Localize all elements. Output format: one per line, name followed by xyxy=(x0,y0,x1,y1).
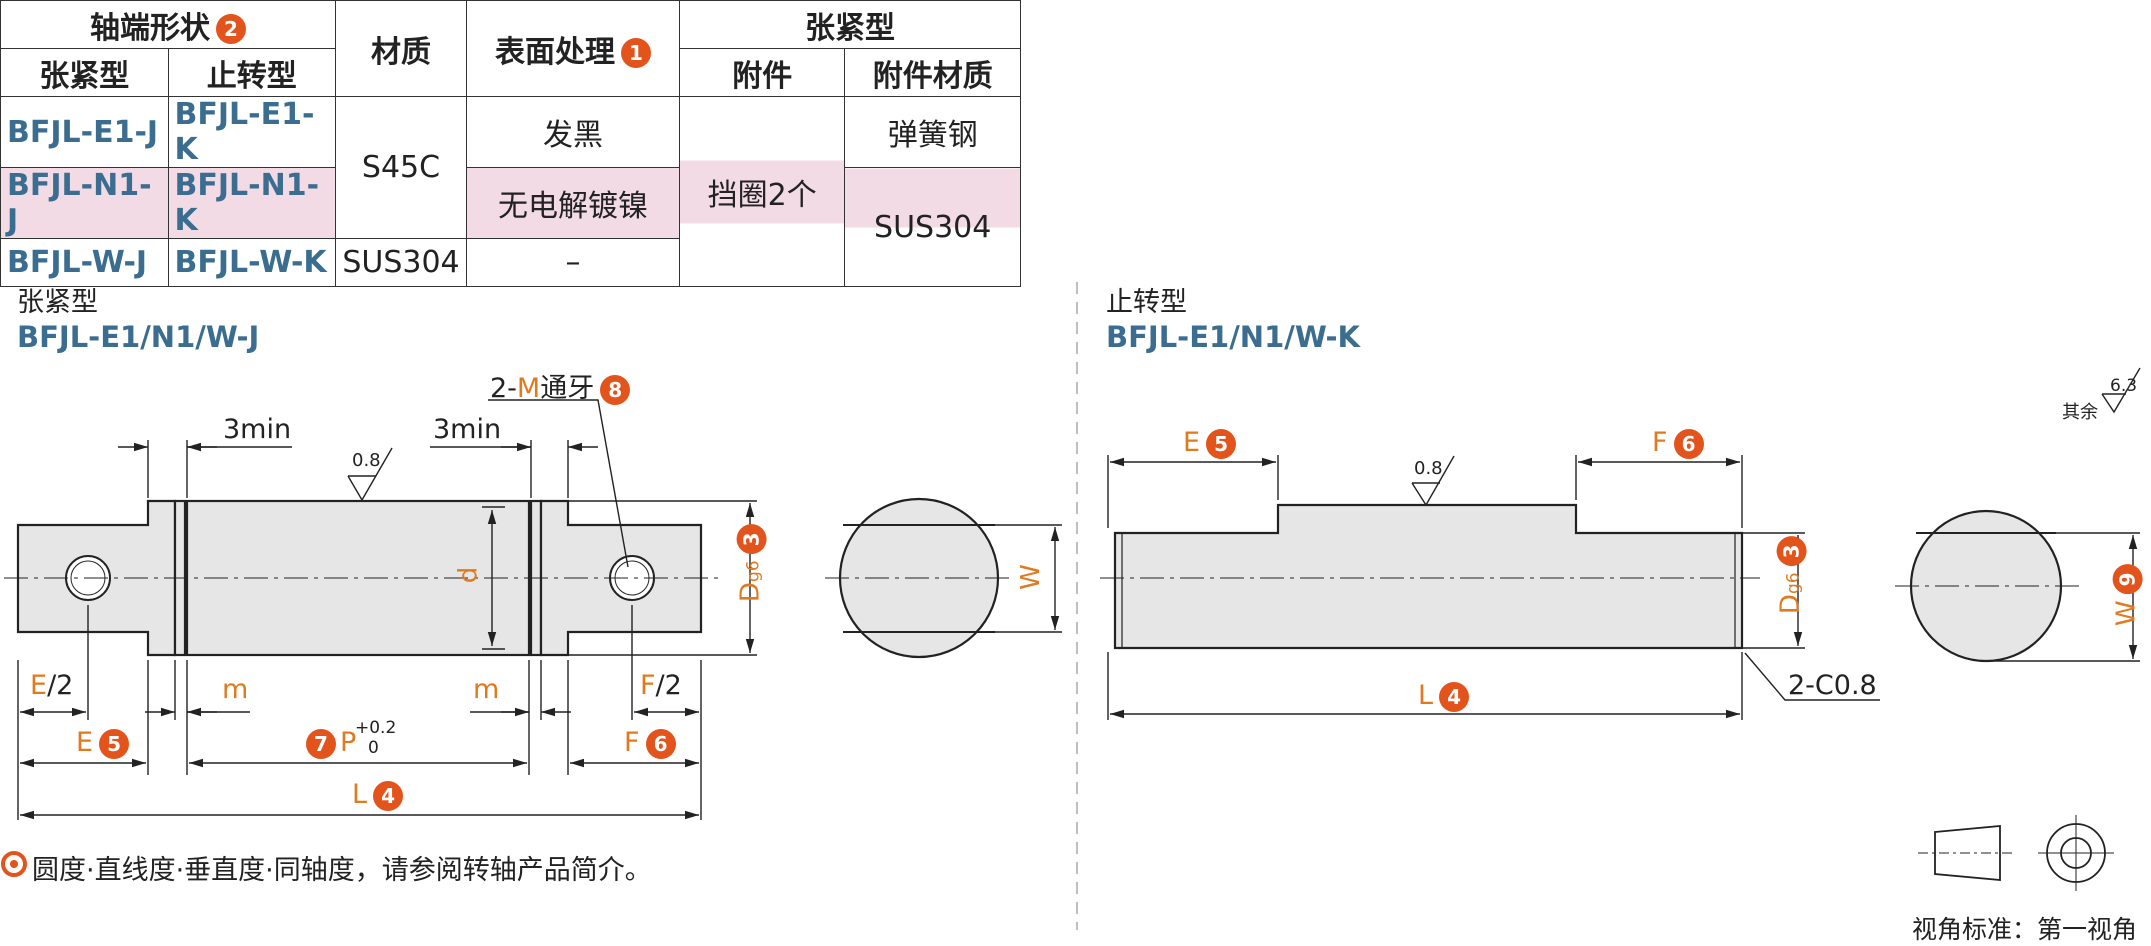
badge-2: 2 xyxy=(216,14,246,44)
badge-1: 1 xyxy=(621,38,651,68)
E-half-label: E/2 xyxy=(30,670,74,701)
tension-code: BFJL-E1/N1/W-J xyxy=(17,320,260,354)
cell-code-w-j: BFJL-W-J xyxy=(0,238,169,287)
header-tension-type-group: 张紧型 xyxy=(679,0,1021,49)
stop-title: 止转型 xyxy=(1106,287,1187,318)
cell-code-n1-k: BFJL-N1-K xyxy=(167,167,336,239)
stop-shaft-outline xyxy=(1113,503,1744,650)
W-label-right: W9 xyxy=(2112,564,2143,626)
footer-note: 圆度·直线度·垂直度·同轴度，请参阅转轴产品简介。 xyxy=(32,855,652,886)
badge-4-right: 4 xyxy=(1439,681,1470,712)
badge-8: 8 xyxy=(600,374,631,405)
D-label-left: Dg63 xyxy=(736,524,767,602)
roughness-right: 0.8 xyxy=(1414,458,1443,479)
tension-shaft-outline xyxy=(16,499,703,657)
D-label-right: Dg63 xyxy=(1776,536,1807,614)
cell-accessory: 挡圈2个 xyxy=(678,96,846,287)
cell-code-w-k: BFJL-W-K xyxy=(167,238,336,287)
chamfer-label: 2-C0.8 xyxy=(1788,670,1877,701)
cell-accessory-material-sus304: SUS304 xyxy=(844,167,1021,287)
other-rough-value: 6.3 xyxy=(2110,376,2138,396)
badge-3: 3 xyxy=(736,524,767,555)
badge-9: 9 xyxy=(2112,564,2143,595)
note-ring-icon xyxy=(1,851,27,877)
cell-code-e1-j: BFJL-E1-J xyxy=(0,96,169,168)
P-tol-upper: +0.2 xyxy=(355,718,397,738)
badge-5-right: 5 xyxy=(1206,428,1237,459)
badge-7: 7 xyxy=(306,728,336,759)
min-label-2: 3min xyxy=(433,414,502,445)
min-label-1: 3min xyxy=(223,414,292,445)
m-label-2: m xyxy=(473,674,500,705)
stop-code: BFJL-E1/N1/W-K xyxy=(1106,320,1361,354)
badge-6-right: 6 xyxy=(1673,428,1704,459)
tension-title: 张紧型 xyxy=(17,287,98,318)
badge-3-right: 3 xyxy=(1776,536,1807,567)
cell-surface-black: 发黑 xyxy=(466,96,680,168)
header-accessory-material: 附件材质 xyxy=(844,48,1021,97)
badge-5: 5 xyxy=(99,728,130,759)
projection-label: 视角标准：第一视角 xyxy=(1912,915,2138,944)
cell-surface-none: – xyxy=(466,238,680,287)
cell-material-sus304: SUS304 xyxy=(335,238,467,287)
header-tension-type: 张紧型 xyxy=(0,48,169,97)
roughness-left: 0.8 xyxy=(352,450,381,471)
cell-code-n1-j: BFJL-N1-J xyxy=(0,167,169,239)
cell-code-e1-k: BFJL-E1-K xyxy=(167,96,336,168)
other-rough-label: 其余 xyxy=(2062,402,2098,423)
badge-4: 4 xyxy=(373,780,404,811)
d-label: d xyxy=(453,566,484,584)
cell-material-s45c: S45C xyxy=(335,96,467,239)
W-label-left: W xyxy=(1015,564,1046,590)
header-accessory: 附件 xyxy=(678,48,846,97)
projection-symbol xyxy=(1918,815,2114,891)
cell-surface-nickel: 无电解镀镍 xyxy=(466,167,680,239)
m-label-1: m xyxy=(222,674,249,705)
cell-accessory-material-spring: 弹簧钢 xyxy=(844,96,1021,168)
P-tol-lower: 0 xyxy=(368,738,379,758)
F-half-label: F/2 xyxy=(640,670,682,701)
badge-6: 6 xyxy=(645,728,676,759)
